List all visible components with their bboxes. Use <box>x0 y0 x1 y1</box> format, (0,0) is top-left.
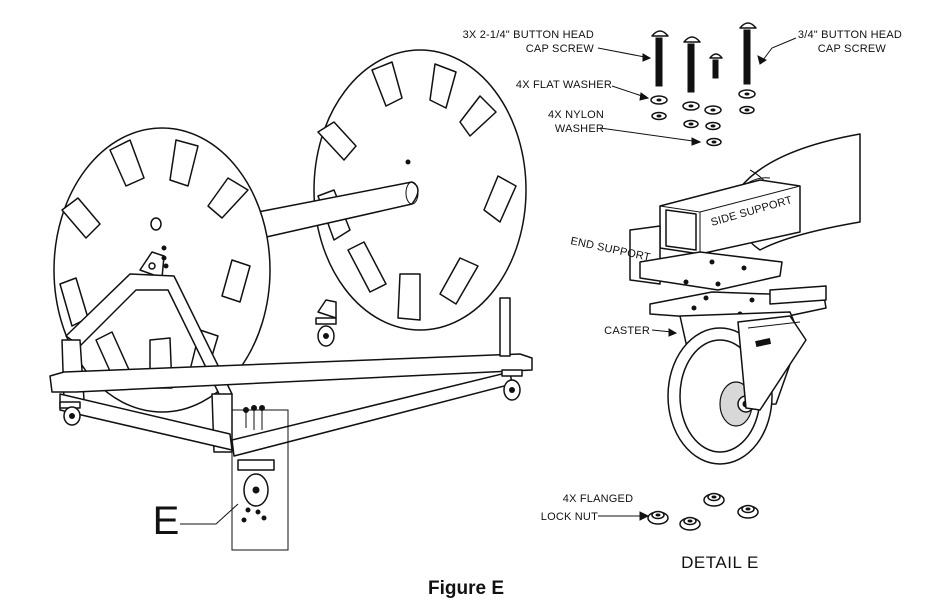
figure-caption: Figure E <box>428 578 504 599</box>
base-frame <box>49 297 533 457</box>
long-cap-screws <box>651 22 757 93</box>
detail-e <box>597 22 861 531</box>
caster-detail <box>649 285 827 465</box>
label-flat-washer: 4X FLAT WASHER <box>516 79 612 91</box>
label-lock-nut-line2: LOCK NUT <box>541 511 598 523</box>
label-nylon-washer-line1: 4X NYLON <box>548 109 604 121</box>
caster-front-left <box>59 401 81 426</box>
detail-callout-box <box>231 409 289 551</box>
end-support-plate <box>629 225 783 291</box>
axle-tube <box>257 181 419 239</box>
rear-reel-disc <box>313 49 527 331</box>
leader-lines <box>597 37 797 521</box>
label-short-screw-line1: 3/4" BUTTON HEAD <box>798 29 902 41</box>
label-short-screw-line2: CAP SCREW <box>818 43 887 55</box>
flat-washers <box>650 89 756 115</box>
side-support-bracket <box>659 179 801 255</box>
label-long-screw-line1: 3X 2-1/4" BUTTON HEAD <box>463 29 594 41</box>
flanged-lock-nuts <box>647 492 759 531</box>
nylon-washers <box>651 105 755 147</box>
short-cap-screw <box>709 53 723 79</box>
caster-rear-left <box>315 317 337 347</box>
label-caster: CASTER <box>604 325 650 337</box>
front-reel-disc <box>53 127 271 413</box>
caster-rear-right <box>501 369 523 401</box>
callout-leader <box>180 503 239 525</box>
caster-front-right <box>237 459 275 507</box>
label-lock-nut-line1: 4X FLANGED <box>563 493 633 505</box>
label-long-screw-line2: CAP SCREW <box>526 43 595 55</box>
exploded-hardware-small <box>241 405 267 523</box>
reel-cart <box>49 49 533 551</box>
callout-letter: E <box>153 499 180 543</box>
detail-title: DETAIL E <box>681 553 759 572</box>
label-nylon-washer-line2: WASHER <box>555 123 604 135</box>
